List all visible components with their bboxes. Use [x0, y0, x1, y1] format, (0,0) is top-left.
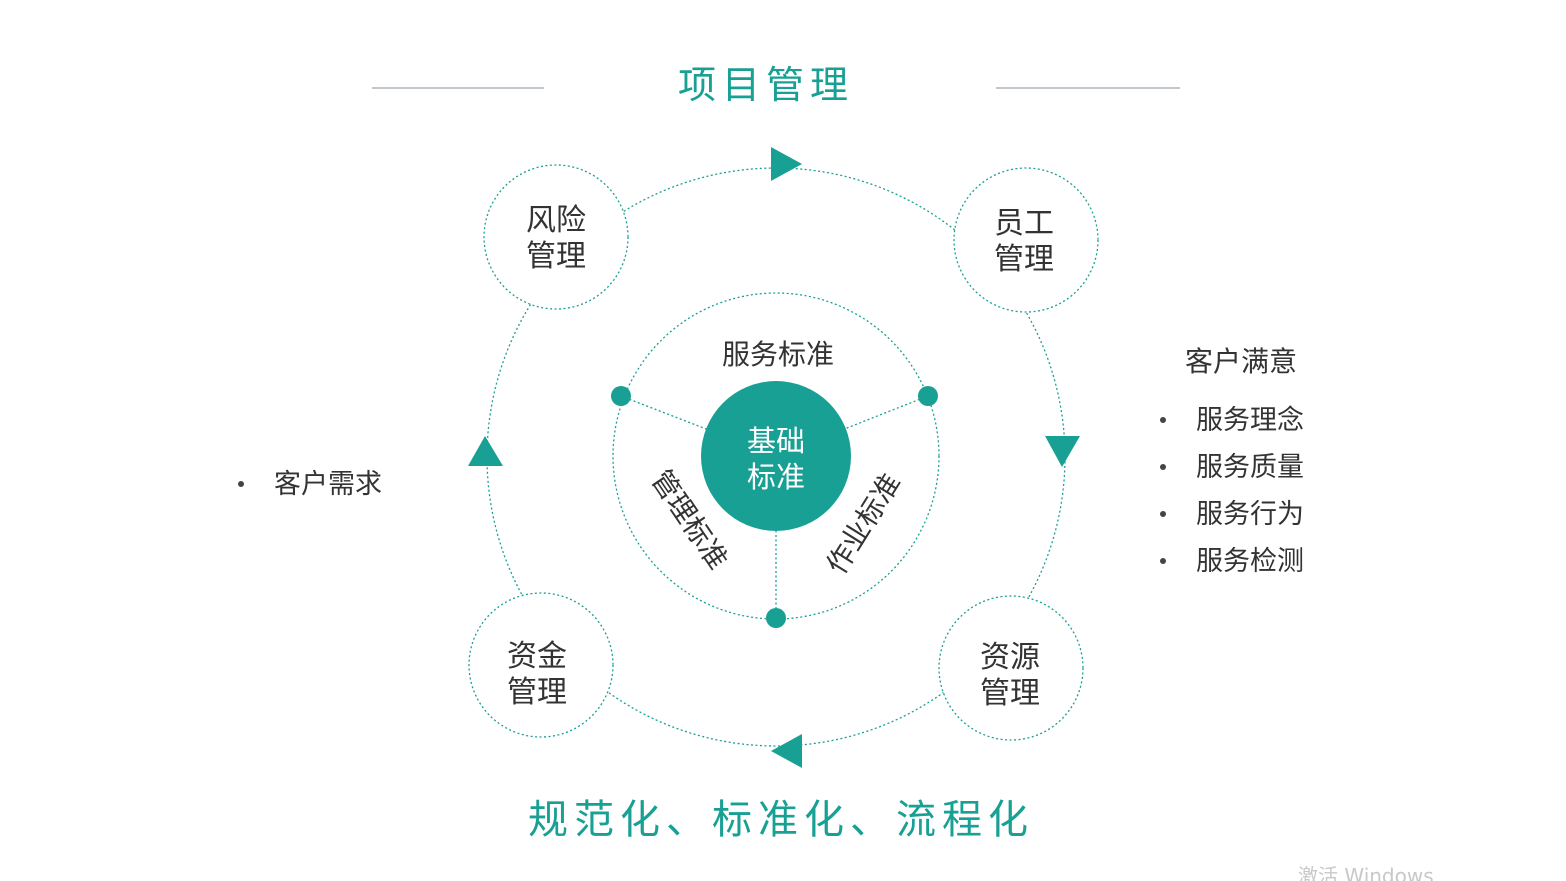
right-list-item-text: 服务行为 [1196, 498, 1304, 530]
arrow-bottom-icon [771, 734, 802, 768]
node-label-fund: 资金 管理 [497, 639, 577, 711]
inner-standards-ring [612, 292, 940, 620]
node-circle-resource [938, 595, 1084, 741]
node-label-resource: 资源 管理 [970, 640, 1050, 712]
bullet-icon [1160, 511, 1166, 517]
standard-label-service: 服务标准 [722, 338, 835, 371]
bullet-icon [1160, 464, 1166, 470]
right-list-item-text: 服务检测 [1196, 545, 1304, 577]
bullet-icon [1160, 417, 1166, 423]
bottom-slogan: 规范化、标准化、流程化 [528, 797, 1034, 843]
right-list-item: 服务检测 [1160, 546, 1304, 576]
center-label-line1: 基础 [746, 424, 805, 458]
right-list-item: 服务质量 [1160, 452, 1304, 482]
center-disc [701, 381, 851, 531]
node-circle-risk [483, 164, 629, 310]
arrow-left-icon [468, 436, 503, 466]
bullet-icon [1160, 558, 1166, 564]
dot-left [611, 386, 631, 406]
node-label-resource-line1: 资源 [980, 640, 1040, 675]
center-label: 基础 标准 [736, 423, 816, 495]
node-label-staff-line1: 员工 [994, 206, 1054, 241]
node-label-risk-line1: 风险 [526, 203, 586, 238]
right-list-item-text: 服务理念 [1196, 404, 1304, 436]
right-list-title: 客户满意 [1185, 345, 1298, 378]
right-list-item: 服务理念 [1160, 405, 1304, 435]
node-circle-staff [953, 167, 1099, 313]
node-label-fund-line2: 管理 [507, 675, 567, 710]
node-label-staff-line2: 管理 [994, 242, 1054, 277]
node-label-staff: 员工 管理 [984, 206, 1064, 278]
arrow-right-icon [1045, 436, 1080, 467]
left-list-item-text: 客户需求 [274, 468, 382, 500]
dot-right [918, 386, 938, 406]
node-label-risk-line2: 管理 [526, 239, 586, 274]
bullet-icon [238, 481, 244, 487]
right-list-item: 服务行为 [1160, 499, 1304, 529]
activation-watermark: 激活 Windows [1298, 864, 1434, 881]
arrow-top-icon [771, 147, 802, 181]
node-label-fund-line1: 资金 [507, 639, 567, 674]
left-list-item: 客户需求 [238, 469, 382, 499]
node-circle-fund [468, 592, 614, 738]
node-label-resource-line2: 管理 [980, 676, 1040, 711]
node-label-risk: 风险 管理 [516, 203, 596, 275]
page-title: 项目管理 [678, 63, 855, 107]
spoke-left [620, 395, 777, 457]
right-list-item-text: 服务质量 [1196, 451, 1304, 483]
center-label-line2: 标准 [746, 460, 805, 494]
dot-bottom [766, 608, 786, 628]
